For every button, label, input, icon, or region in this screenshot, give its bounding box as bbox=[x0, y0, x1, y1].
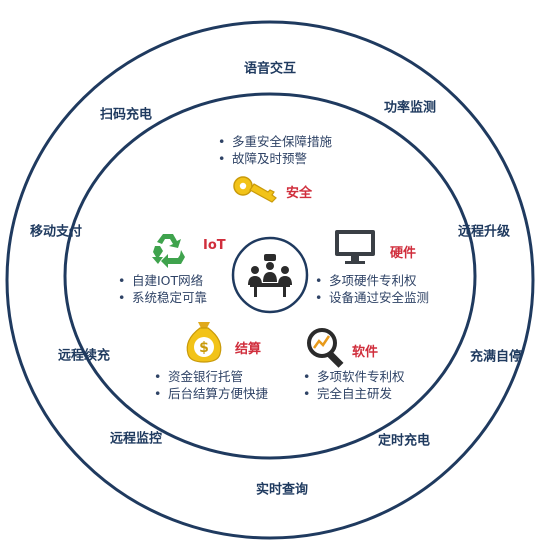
outer-label-top: 语音交互 bbox=[243, 61, 297, 77]
security-bullet-1: 多重安全保障措施 bbox=[218, 133, 332, 150]
outer-label-left-upper: 移动支付 bbox=[29, 224, 83, 240]
software-tag: 软件 bbox=[352, 345, 379, 360]
outer-label-bottom-left: 远程监控 bbox=[109, 431, 163, 447]
software-bullet-2: 完全自主研发 bbox=[303, 385, 405, 402]
hardware-bullets: 多项硬件专利权 设备通过安全监测 bbox=[315, 272, 429, 306]
hardware-bullet-2: 设备通过安全监测 bbox=[315, 289, 429, 306]
iot-bullet-2: 系统稳定可靠 bbox=[118, 289, 207, 306]
iot-tag: IoT bbox=[203, 238, 226, 253]
outer-ring bbox=[5, 20, 535, 540]
settlement-tag: 结算 bbox=[235, 342, 262, 357]
outer-label-top-right: 功率监测 bbox=[383, 100, 437, 116]
outer-label-right-upper: 远程升级 bbox=[457, 224, 511, 240]
hardware-bullet-1: 多项硬件专利权 bbox=[315, 272, 429, 289]
inner-ring bbox=[63, 92, 477, 460]
iot-bullet-1: 自建IOT网络 bbox=[118, 272, 207, 289]
settlement-bullet-1: 资金银行托管 bbox=[154, 368, 268, 385]
outer-label-right-lower: 充满自停 bbox=[469, 349, 523, 365]
settlement-bullets: 资金银行托管 后台结算方便快捷 bbox=[154, 368, 268, 402]
outer-label-bottom: 实时查询 bbox=[255, 482, 309, 498]
iot-bullets: 自建IOT网络 系统稳定可靠 bbox=[118, 272, 207, 306]
security-bullets: 多重安全保障措施 故障及时预警 bbox=[218, 133, 332, 167]
security-tag: 安全 bbox=[286, 186, 313, 201]
svg-text:$: $ bbox=[199, 340, 209, 356]
software-bullet-1: 多项软件专利权 bbox=[303, 368, 405, 385]
outer-label-top-left: 扫码充电 bbox=[99, 107, 153, 123]
hardware-tag: 硬件 bbox=[390, 246, 417, 261]
outer-label-left-lower: 远程续充 bbox=[57, 348, 111, 364]
monitor-icon bbox=[335, 230, 375, 264]
software-bullets: 多项软件专利权 完全自主研发 bbox=[303, 368, 405, 402]
key-icon bbox=[233, 176, 277, 203]
meeting-icon bbox=[248, 254, 292, 297]
money-bag-icon: $ bbox=[186, 322, 222, 363]
recycle-icon bbox=[152, 234, 185, 268]
outer-label-bottom-right: 定时充电 bbox=[377, 433, 431, 449]
settlement-bullet-2: 后台结算方便快捷 bbox=[154, 385, 268, 402]
magnifier-chart-icon bbox=[307, 328, 344, 368]
security-bullet-2: 故障及时预警 bbox=[218, 150, 332, 167]
